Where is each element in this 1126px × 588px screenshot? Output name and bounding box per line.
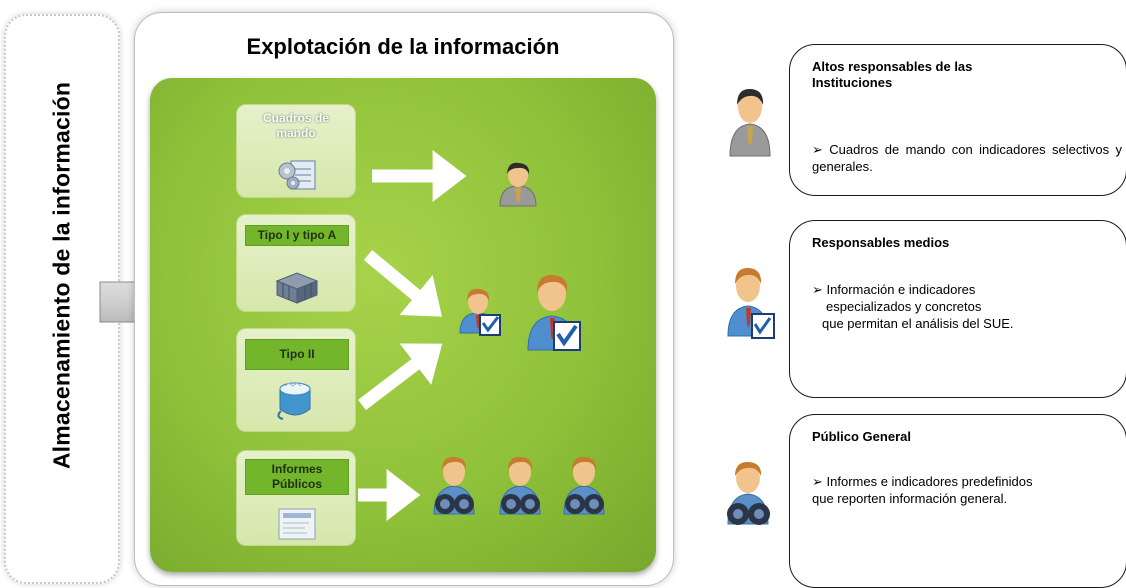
source-label-tipo-i: Tipo I y tipo A bbox=[245, 225, 349, 246]
box-bullet-medios-line-3: que permitan el análisis del SUE. bbox=[822, 316, 1014, 331]
public-person-icon-3 bbox=[563, 456, 605, 515]
box-responsables-medios: Responsables medios ➢ Información e indi… bbox=[789, 220, 1126, 398]
box-bullet-publico: ➢ Informes e indicadores predefinidos qu… bbox=[812, 473, 1122, 507]
box-title-altos: Altos responsables de las Instituciones bbox=[812, 59, 973, 90]
public-person-icon-1 bbox=[433, 456, 475, 515]
data-cube-icon bbox=[275, 272, 319, 304]
public-persona-icon bbox=[727, 461, 770, 525]
box-bullet-medios-line-1: ➢ Información e indicadores bbox=[812, 282, 976, 297]
manager-persona-icon bbox=[727, 267, 775, 339]
bullet-marker: ➢ bbox=[812, 282, 827, 297]
source-label-tipo-ii: Tipo II bbox=[245, 339, 349, 370]
box-bullet-medios-line-2: especializados y concretos bbox=[826, 299, 982, 314]
executive-persona-icon bbox=[729, 88, 771, 157]
box-title-publico: Público General bbox=[812, 429, 911, 444]
box-bullet-medios: ➢ Información e indicadores especializad… bbox=[812, 281, 1122, 332]
source-label-cuadros: Cuadros de mando bbox=[262, 111, 329, 140]
source-box-tipo-ii: Tipo II bbox=[236, 328, 356, 432]
source-box-informes: Informes Públicos bbox=[236, 450, 356, 546]
database-icon bbox=[277, 382, 311, 420]
box-bullet-publico-line-1: ➢ Informes e indicadores predefinidos bbox=[812, 474, 1033, 489]
bullet-marker: ➢ bbox=[812, 142, 830, 157]
box-bullet-altos-text: Cuadros de mando con indicadores selecti… bbox=[812, 142, 1122, 174]
manager-person-icon bbox=[459, 288, 501, 336]
bullet-marker: ➢ bbox=[812, 474, 827, 489]
box-title-medios: Responsables medios bbox=[812, 235, 950, 250]
box-altos-responsables: Altos responsables de las Instituciones … bbox=[789, 44, 1126, 196]
exploitation-title: Explotación de la información bbox=[246, 34, 560, 59]
arrow-tipo-ii-to-managers bbox=[358, 343, 443, 411]
box-bullet-altos: ➢ Cuadros de mando con indicadores selec… bbox=[812, 141, 1122, 175]
arrow-tipo-i-to-managers bbox=[363, 250, 442, 317]
source-box-cuadros: Cuadros de mando bbox=[236, 104, 356, 198]
executive-person-icon bbox=[499, 162, 537, 207]
box-bullet-publico-line-2: que reporten información general. bbox=[812, 491, 1008, 506]
source-box-tipo-i: Tipo I y tipo A bbox=[236, 214, 356, 312]
manager-person-large-icon bbox=[527, 274, 581, 351]
public-person-icon-2 bbox=[499, 456, 541, 515]
box-publico-general: Público General ➢ Informes e indicadores… bbox=[789, 414, 1126, 588]
report-document-icon bbox=[278, 508, 316, 540]
source-label-informes: Informes Públicos bbox=[245, 459, 349, 495]
gears-document-icon bbox=[278, 160, 316, 190]
flow-arrows bbox=[358, 150, 467, 521]
